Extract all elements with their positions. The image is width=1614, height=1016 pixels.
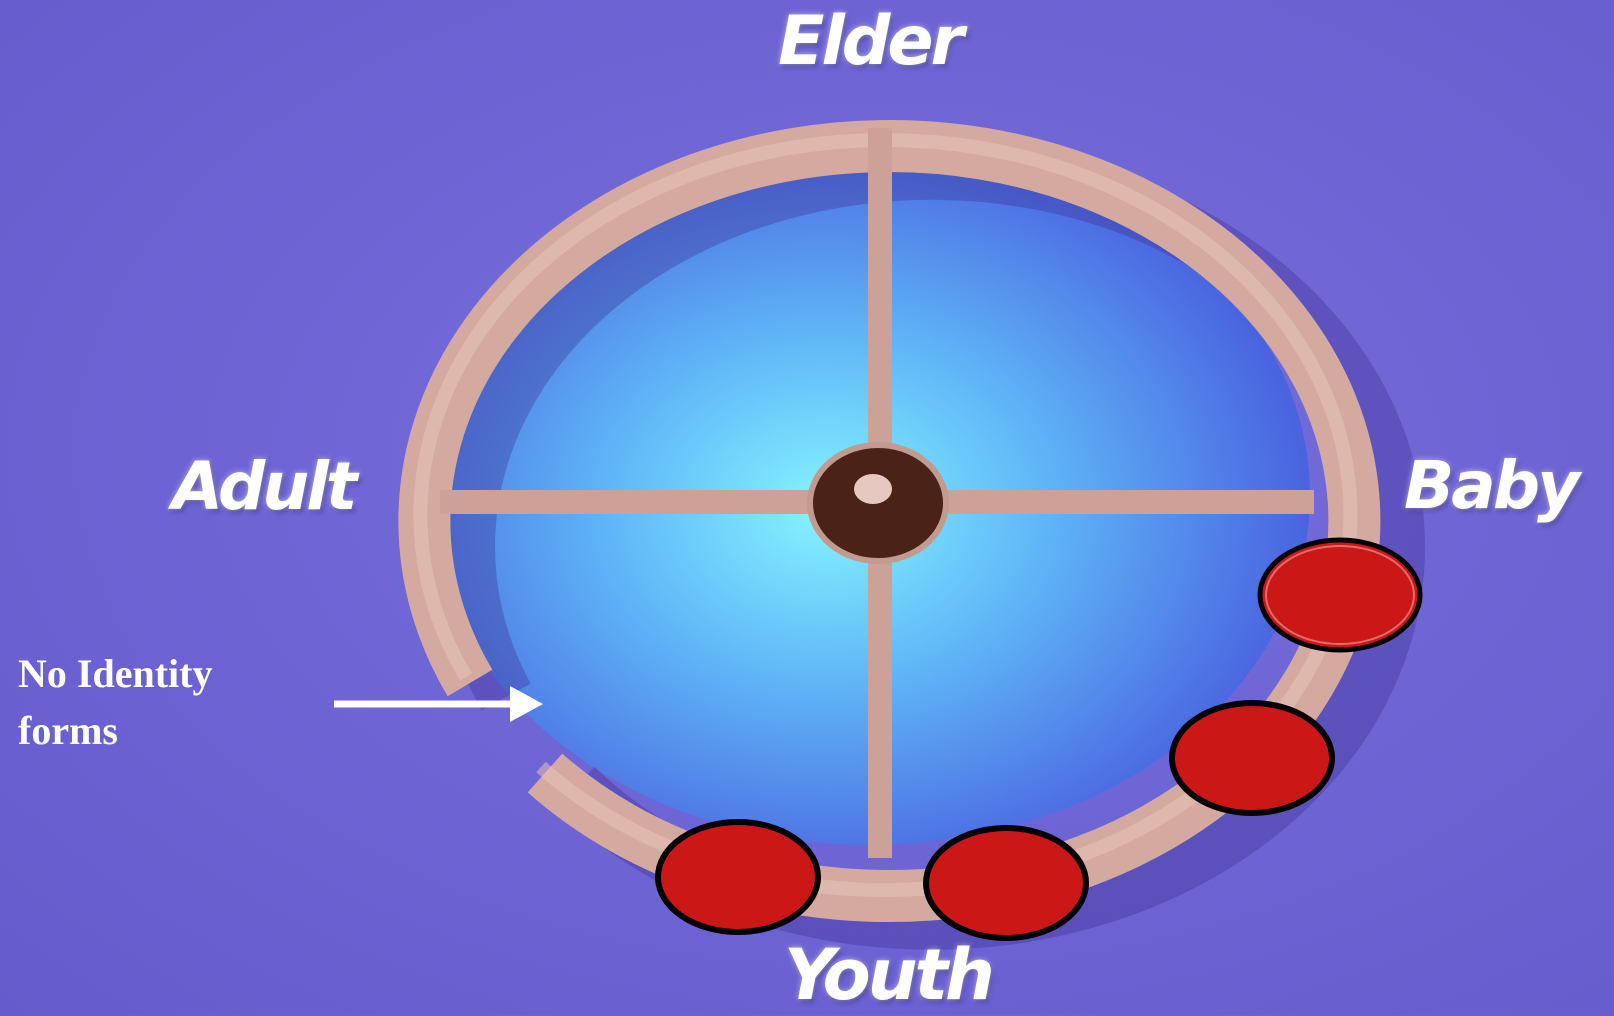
annotation-text: No Identity forms	[18, 645, 212, 759]
annotation-line-2: forms	[18, 702, 212, 759]
wheel-hub-center	[854, 474, 892, 504]
label-adult: Adult	[172, 448, 354, 525]
red-marker	[926, 828, 1086, 938]
red-marker	[1172, 703, 1332, 813]
red-marker	[658, 822, 818, 932]
label-baby: Baby	[1404, 447, 1577, 524]
red-marker	[1260, 540, 1420, 650]
label-youth: Youth	[784, 934, 992, 1016]
annotation-line-1: No Identity	[18, 645, 212, 702]
label-elder: Elder	[778, 2, 961, 81]
